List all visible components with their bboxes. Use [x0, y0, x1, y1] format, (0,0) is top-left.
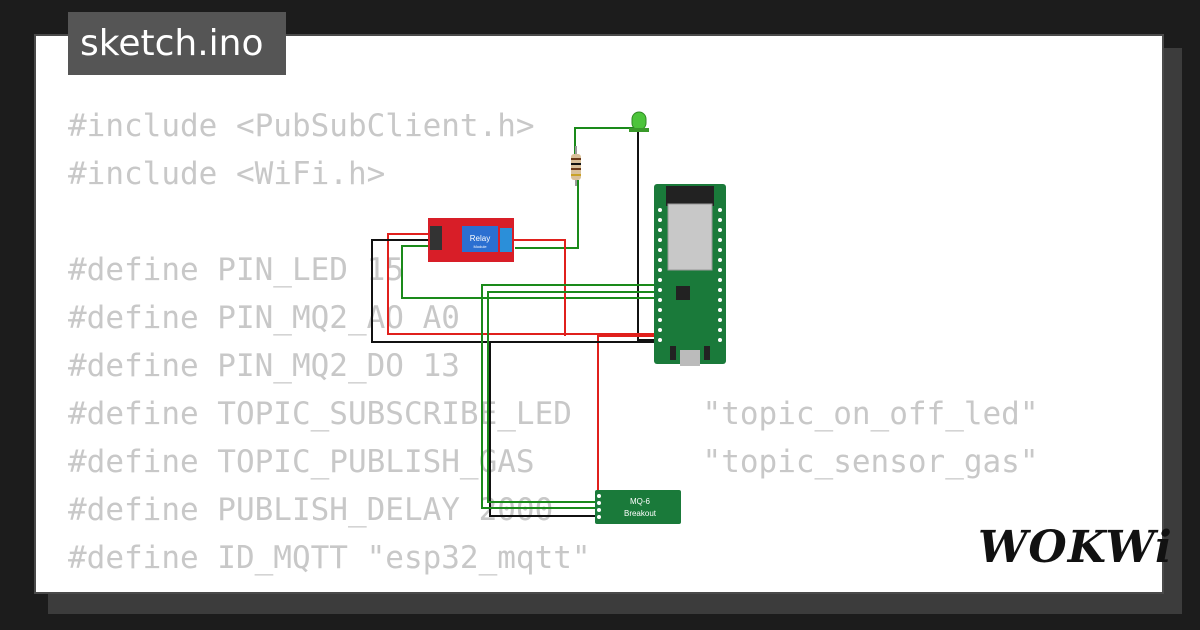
boot-button[interactable] [670, 346, 676, 360]
resistor-band [571, 163, 581, 165]
wire-green-led [574, 127, 643, 178]
logo-text: WOKWi [978, 522, 1173, 573]
wires [371, 127, 658, 517]
code-line: #define PIN_MQ2_DO 13 [68, 348, 460, 384]
wokwi-logo: WOKWi [978, 522, 1173, 573]
en-button[interactable] [704, 346, 710, 360]
resistor[interactable] [571, 146, 581, 186]
code-line: #define TOPIC_SUBSCRIBE_LED "topic_on_of… [68, 396, 1039, 432]
wire-red-relay [387, 233, 656, 335]
code-editor[interactable]: #include <PubSubClient.h> #include <WiFi.… [68, 102, 1039, 582]
gas-sensor[interactable]: MQ-6 Breakout [595, 490, 681, 524]
file-tab-label: sketch.ino [80, 23, 264, 64]
sensor-board [595, 490, 681, 524]
resistor-band [571, 168, 581, 170]
relay-label: Relay [470, 234, 490, 243]
code-line: #include <WiFi.h> [68, 156, 386, 192]
resistor-body [571, 154, 581, 180]
relay-terminal [500, 228, 512, 252]
wire-green-sensor [481, 284, 656, 509]
esp32-module-shield [667, 203, 713, 271]
led-rim [629, 128, 649, 132]
code-line: #include <PubSubClient.h> [68, 108, 535, 144]
wire-green-relay [401, 245, 656, 299]
code-line: #define TOPIC_PUBLISH_GAS "topic_sensor_… [68, 444, 1039, 480]
relay-header [430, 226, 442, 250]
wire-green-sensor-2 [487, 291, 656, 503]
file-tab[interactable]: sketch.ino [68, 12, 286, 75]
sensor-sublabel: Breakout [624, 509, 657, 518]
sensor-pins [597, 494, 601, 519]
esp32-antenna [666, 186, 714, 206]
sensor-label: MQ-6 [630, 497, 651, 506]
led-body [631, 111, 647, 131]
wire-black-led [637, 130, 658, 341]
esp32-pins [658, 208, 722, 342]
resistor-band [571, 174, 581, 176]
wire-red-sensor [597, 335, 658, 496]
esp32-board[interactable] [654, 184, 726, 366]
relay-module[interactable]: Relay Module [428, 218, 514, 262]
wire-green-resistor [515, 180, 579, 249]
code-line: #define PIN_LED 15 [68, 252, 404, 288]
resistor-band [571, 158, 581, 160]
relay-cube [462, 226, 498, 252]
usb-port [680, 350, 700, 366]
led[interactable] [629, 111, 649, 132]
relay-sublabel: Module [473, 244, 487, 249]
esp32-chip [676, 286, 690, 300]
wire-red-relay-out [512, 239, 566, 336]
code-line: #define PUBLISH_DELAY 2000 [68, 492, 554, 528]
wire-black-sensor [489, 341, 658, 517]
code-line: #define ID_MQTT "esp32_mqtt" [68, 540, 591, 576]
